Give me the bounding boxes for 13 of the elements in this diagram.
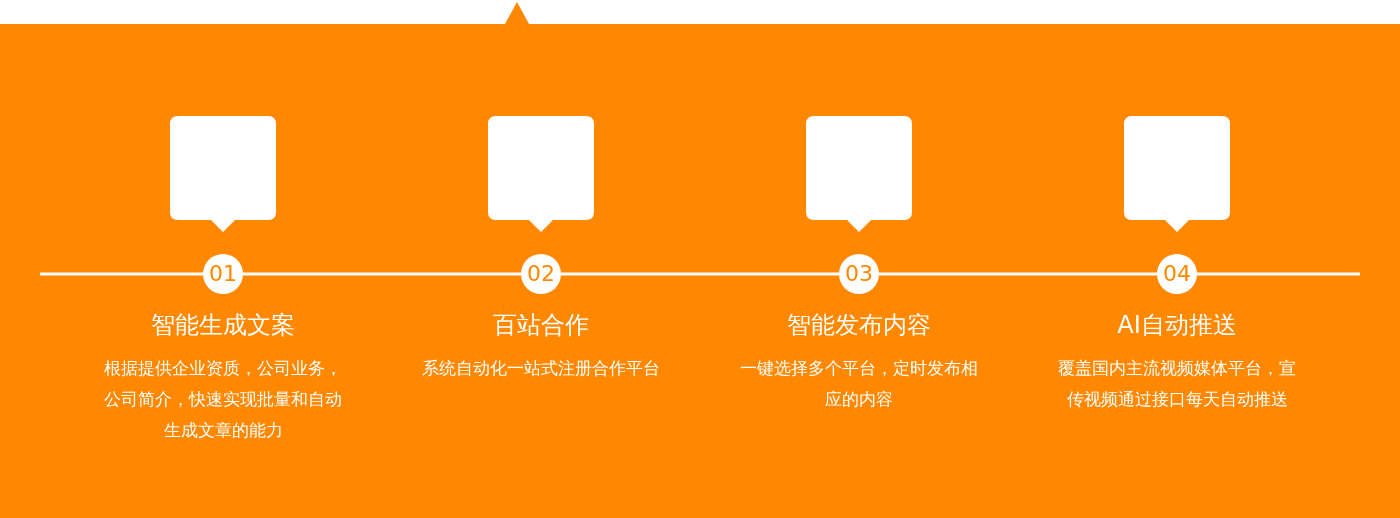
step-title: 智能发布内容 bbox=[786, 310, 932, 340]
step-title: AI自动推送 bbox=[1116, 310, 1238, 340]
timeline-line bbox=[879, 272, 1157, 276]
step-description: 一键选择多个平台，定时发布相应的内容 bbox=[739, 357, 979, 411]
timeline-line bbox=[40, 272, 203, 276]
timeline-line bbox=[1197, 272, 1360, 276]
step-description: 根据提供企业资质，公司业务，公司简介，快速实现批量和自动生成文章的能力 bbox=[103, 357, 343, 442]
step-description: 覆盖国内主流视频媒体平台，宣传视频通过接口每天自动推送 bbox=[1057, 357, 1297, 411]
step-description: 系统自动化一站式注册合作平台 bbox=[421, 357, 661, 380]
timeline-line bbox=[243, 272, 521, 276]
timeline-line bbox=[561, 272, 839, 276]
step-title: 百站合作 bbox=[492, 310, 590, 340]
step-title: 智能生成文案 bbox=[150, 310, 296, 340]
